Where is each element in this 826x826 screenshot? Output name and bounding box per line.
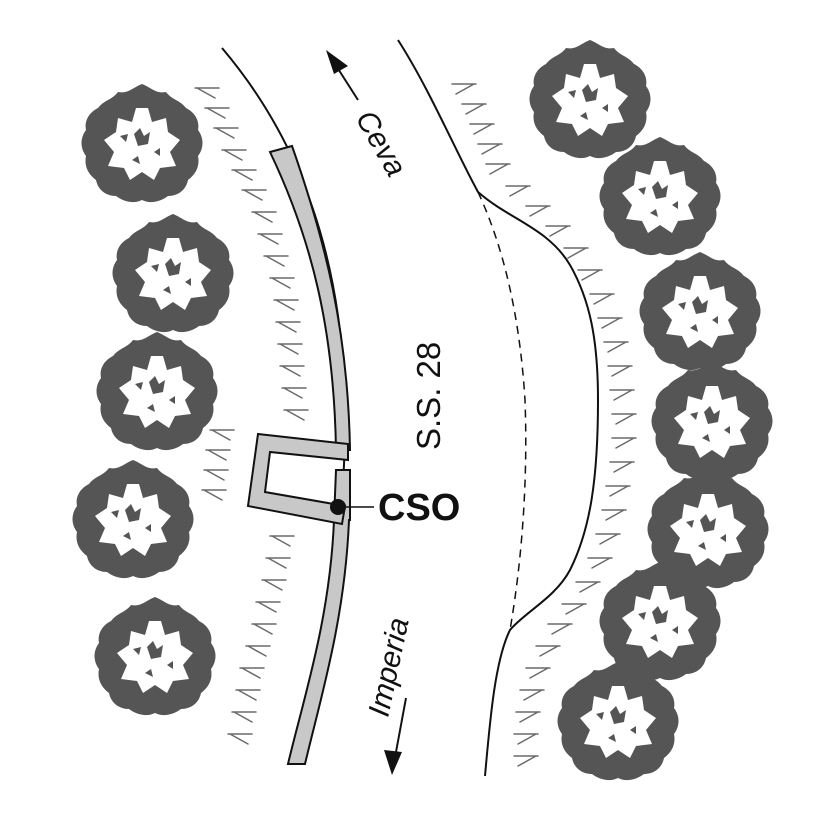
trees-right [529,40,773,781]
road-name-label: S.S. 28 [410,342,447,450]
tree-icon [81,84,203,203]
direction-south: Imperia [363,615,416,775]
station-marker-dot[interactable] [330,499,346,515]
tree-icon [651,362,773,481]
direction-north-label: Ceva [349,105,413,182]
arrow-up-icon [326,50,348,74]
tree-icon [112,214,234,333]
tree-icon [94,597,216,716]
road-lane-dashed [477,191,527,631]
sidewalk [268,144,352,765]
trees-left [72,84,234,716]
tree-icon [72,460,194,579]
road-edge-right [397,39,600,777]
culvert-loop [246,432,349,526]
tree-icon [639,252,761,371]
tree-icon [529,40,651,159]
direction-south-label: Imperia [363,615,416,720]
direction-north: Ceva [326,50,413,182]
tree-icon [599,137,721,256]
station-marker[interactable]: CSO [330,487,460,529]
tree-icon [96,332,218,451]
marker-label: CSO [378,487,460,529]
arrow-down-icon [384,750,402,775]
tree-icon [557,662,679,781]
